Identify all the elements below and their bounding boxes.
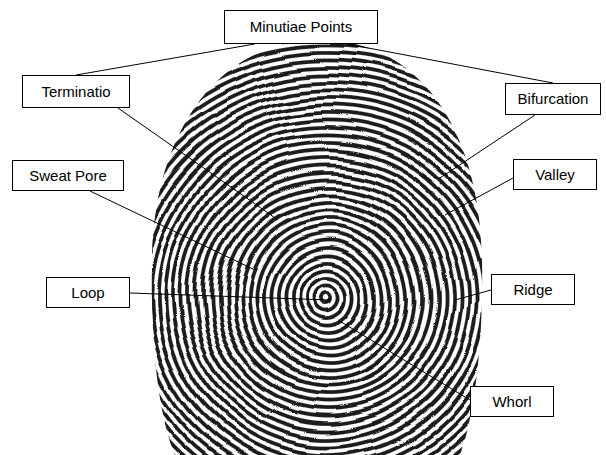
label-box: Ridge bbox=[491, 274, 575, 305]
leader-line bbox=[118, 108, 278, 220]
fingerprint bbox=[140, 30, 500, 455]
label-box: Terminatio bbox=[22, 75, 130, 108]
box-label: Whorl bbox=[492, 393, 531, 411]
label-box: Bifurcation bbox=[505, 83, 601, 115]
box-label: Terminatio bbox=[41, 83, 110, 101]
connector-line bbox=[76, 44, 255, 75]
box-label: Bifurcation bbox=[518, 90, 589, 108]
leader-line bbox=[130, 293, 330, 300]
box-label: Sweat Pore bbox=[29, 167, 107, 185]
box-label: Minutiae Points bbox=[250, 18, 353, 36]
label-box: Loop bbox=[46, 277, 130, 308]
leader-line bbox=[445, 178, 513, 215]
leader-line bbox=[338, 320, 470, 400]
label-box: Sweat Pore bbox=[12, 160, 124, 191]
label-box: Whorl bbox=[470, 386, 554, 417]
box-label: Ridge bbox=[513, 281, 552, 299]
label-box: Minutiae Points bbox=[224, 10, 378, 44]
connector-line bbox=[347, 44, 553, 83]
box-label: Loop bbox=[71, 284, 104, 302]
box-label: Valley bbox=[535, 166, 575, 184]
leader-lines bbox=[90, 108, 535, 400]
label-box: Valley bbox=[513, 159, 597, 190]
leader-line bbox=[90, 191, 255, 270]
leader-line bbox=[455, 290, 491, 300]
